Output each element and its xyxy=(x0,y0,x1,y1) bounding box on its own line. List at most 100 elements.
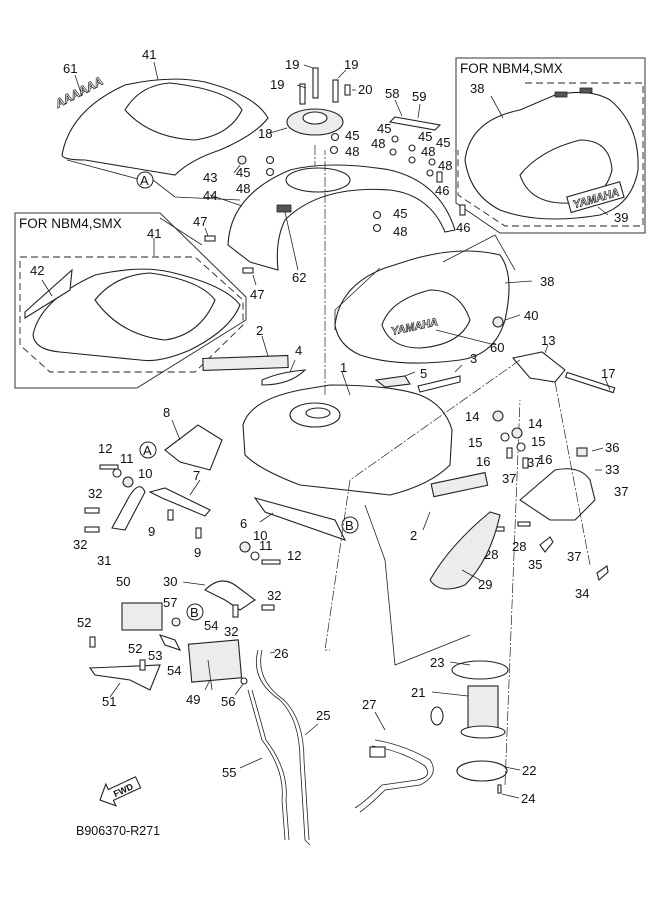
callout-48d: 48 xyxy=(421,144,435,159)
pad-4 xyxy=(261,369,307,386)
callout-23: 23 xyxy=(430,655,444,670)
callout-53: 53 xyxy=(148,648,162,663)
callout-32b: 32 xyxy=(73,537,87,552)
diagram-code: B906370-R271 xyxy=(76,824,160,838)
callout-48c: 48 xyxy=(371,136,385,151)
callout-33: 33 xyxy=(605,462,619,477)
callout-48b: 48 xyxy=(345,144,359,159)
bracket-30 xyxy=(204,580,256,611)
variant-box-tank-cover: FOR NBM4,SMX YAMAHA 38 39 xyxy=(455,57,646,234)
rubber-strips: 2 6 2 xyxy=(202,323,489,543)
callout-41b: 41 xyxy=(147,226,161,241)
callout-22: 22 xyxy=(522,763,536,778)
damper-2b xyxy=(430,471,489,498)
callout-38: 38 xyxy=(470,81,484,96)
callout-37d: 37 xyxy=(567,549,581,564)
callout-14b: 14 xyxy=(528,416,542,431)
fasteners-45-48: 45 48 45 48 45 48 45 48 45 48 46 46 45 4… xyxy=(236,86,470,239)
callout-9a: 9 xyxy=(148,524,155,539)
cover-29 xyxy=(429,511,501,590)
callout-29: 29 xyxy=(478,577,492,592)
pad-3 xyxy=(417,375,461,393)
callout-25: 25 xyxy=(316,708,330,723)
callout-15b: 15 xyxy=(531,434,545,449)
fuel-tank: 1 5 3 4 B xyxy=(242,150,477,534)
gasket-23 xyxy=(451,660,509,680)
variant-box-title: FOR NBM4,SMX xyxy=(460,61,563,76)
callout-50: 50 xyxy=(116,574,130,589)
callout-18: 18 xyxy=(258,126,272,141)
vent-62 xyxy=(276,204,292,213)
callout-2b: 2 xyxy=(410,528,417,543)
callout-9b: 9 xyxy=(194,545,201,560)
bracket-8 xyxy=(164,424,223,471)
callout-16a: 16 xyxy=(476,454,490,469)
callout-48e: 48 xyxy=(438,158,452,173)
grommet-40 xyxy=(492,316,504,328)
ref-marker-b xyxy=(341,516,359,534)
callout-59: 59 xyxy=(412,89,426,104)
callout-12b: 12 xyxy=(287,548,301,563)
damper-2a xyxy=(202,354,289,372)
ring-22 xyxy=(456,760,508,782)
callout-15a: 15 xyxy=(468,435,482,450)
callout-20: 20 xyxy=(358,82,372,97)
callout-62: 62 xyxy=(292,270,306,285)
callout-30: 30 xyxy=(163,574,177,589)
callout-32d: 32 xyxy=(267,588,281,603)
fuel-cap-assembly: 19 19 19 20 18 xyxy=(258,57,372,175)
fuel-pump-assembly: 23 21 22 24 27 xyxy=(354,399,536,813)
clamp-57 xyxy=(171,617,181,627)
callout-2a: 2 xyxy=(256,323,263,338)
brackets: 8 A 7 9 9 12 11 10 31 32 32 10 11 12 30 … xyxy=(73,405,301,639)
callout-45a: 45 xyxy=(236,165,250,180)
decal-42 xyxy=(24,268,73,319)
callout-36: 36 xyxy=(605,440,619,455)
callout-37b: 37 xyxy=(527,455,541,470)
callout-19b: 19 xyxy=(285,57,299,72)
callout-28a: 28 xyxy=(512,539,526,554)
hose-53 xyxy=(158,634,182,651)
callout-35: 35 xyxy=(528,557,542,572)
callout-45b: 45 xyxy=(345,128,359,143)
callout-38b: 38 xyxy=(540,274,554,289)
callout-45f: 45 xyxy=(393,206,407,221)
callout-24: 24 xyxy=(521,791,535,806)
bracket-13 xyxy=(511,351,566,383)
callout-41: 41 xyxy=(142,47,156,62)
tank-top-cover: 62 44 47 47 xyxy=(193,164,456,302)
callout-48a: 48 xyxy=(236,181,250,196)
bolt-19 xyxy=(312,67,319,99)
callout-16b: 16 xyxy=(538,452,552,467)
callout-3: 3 xyxy=(470,351,477,366)
callout-52a: 52 xyxy=(77,615,91,630)
callout-45c: 45 xyxy=(377,121,391,136)
clip-34 xyxy=(596,565,609,581)
bolt-17 xyxy=(564,371,616,394)
canister-49 xyxy=(187,639,243,683)
callout-54a: 54 xyxy=(204,618,218,633)
callout-14a: 14 xyxy=(465,409,479,424)
callout-11b: 11 xyxy=(259,538,273,553)
callout-46b: 46 xyxy=(456,220,470,235)
callout-57: 57 xyxy=(163,595,177,610)
callout-19c: 19 xyxy=(344,57,358,72)
callout-21: 21 xyxy=(411,685,425,700)
callout-7: 7 xyxy=(193,468,200,483)
protector-6 xyxy=(253,497,347,541)
callout-4: 4 xyxy=(295,343,302,358)
callout-56: 56 xyxy=(221,694,235,709)
callout-60: 60 xyxy=(490,340,504,355)
callout-1: 1 xyxy=(340,360,347,375)
svg-text:A: A xyxy=(140,173,149,188)
grommet-43 xyxy=(237,155,247,165)
callout-13: 13 xyxy=(541,333,555,348)
svg-text:B: B xyxy=(345,518,354,533)
callout-17: 17 xyxy=(601,366,615,381)
fwd-arrow: FWD xyxy=(99,776,142,807)
callout-61: 61 xyxy=(63,61,77,76)
rear-bracket-assembly: 13 17 14 14 15 15 16 16 33 36 37 37 37 3… xyxy=(429,333,628,601)
callout-34: 34 xyxy=(575,586,589,601)
callout-54b: 54 xyxy=(167,663,181,678)
